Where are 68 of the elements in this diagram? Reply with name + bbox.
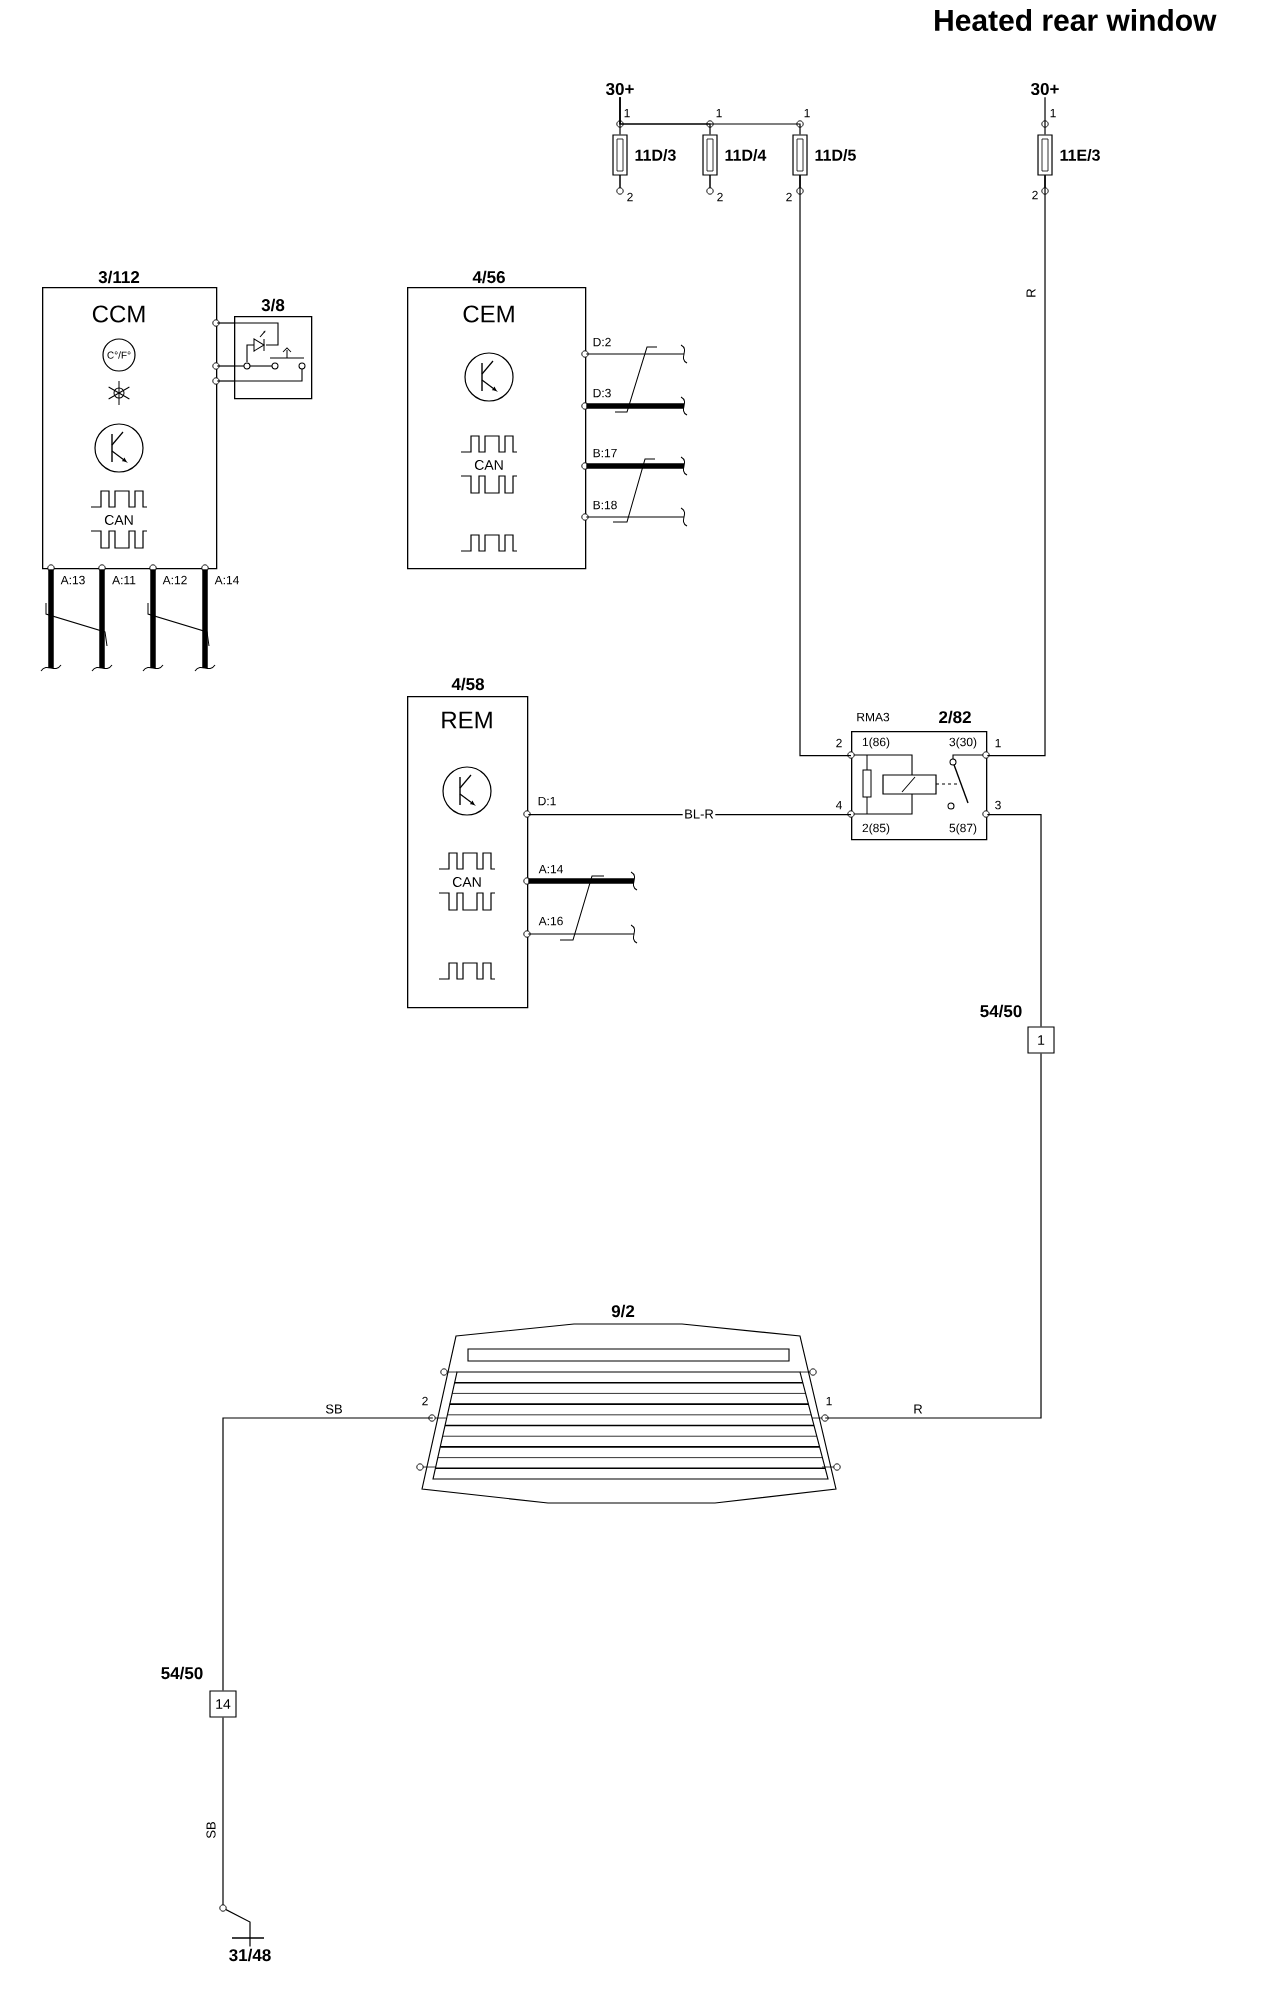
- connector-box: 1: [1027, 1026, 1055, 1054]
- part-number: 9/2: [611, 1304, 635, 1318]
- wire: [216, 365, 235, 367]
- wire-label: SB: [204, 1819, 218, 1841]
- wire-label: SB: [323, 1402, 345, 1416]
- wire-label: BL-R: [682, 808, 716, 820]
- pin-label: 5(87): [949, 823, 977, 835]
- wire: [986, 175, 1046, 757]
- wire: [799, 175, 852, 757]
- pin-label: B:18: [593, 500, 617, 510]
- pin-label: 4: [835, 800, 842, 810]
- pin-label: A:13: [60, 575, 85, 585]
- pin-label: 1: [716, 108, 722, 118]
- pin-label: 1(86): [862, 737, 890, 749]
- wire: [150, 569, 156, 668]
- pin-label: 1: [804, 108, 810, 118]
- pin-label: 2: [836, 738, 842, 748]
- wire: [585, 353, 685, 355]
- wire: [48, 569, 54, 668]
- wire: [527, 814, 852, 816]
- part-number: 3/112: [98, 270, 140, 284]
- part-number: 54/50: [980, 1004, 1022, 1018]
- wire-label: R: [911, 1403, 925, 1415]
- pin-label: 2: [786, 192, 792, 202]
- pin-label: 3: [995, 800, 1001, 810]
- wire: [222, 1716, 251, 1948]
- component-code: RMA3: [857, 712, 890, 722]
- connector-box: 14: [209, 1690, 237, 1718]
- supply-label: 30+: [1031, 82, 1059, 96]
- pin-label: D:3: [593, 388, 611, 398]
- part-number: 4/58: [451, 677, 485, 691]
- wire: [222, 1417, 434, 1692]
- wire: [986, 814, 1042, 1028]
- wire: [585, 516, 685, 518]
- part-number: 54/50: [161, 1666, 203, 1680]
- part-number: 3/8: [261, 298, 285, 312]
- pin-label: 2: [1032, 190, 1038, 200]
- wire: [527, 933, 635, 935]
- pin-label: 1: [1050, 108, 1056, 118]
- pin-label: A:14: [538, 864, 563, 874]
- part-number: 4/56: [472, 270, 505, 284]
- pin-label: 1: [995, 738, 1001, 748]
- wire: [216, 322, 235, 324]
- pin-label: 3(30): [949, 737, 977, 749]
- pin-label: A:11: [112, 575, 136, 585]
- pin-label: A:16: [538, 916, 563, 926]
- pin-label: A:14: [214, 575, 239, 585]
- pin-label: D:2: [593, 337, 611, 347]
- pin-label: 2: [717, 192, 723, 202]
- pin-label: D:1: [538, 796, 556, 806]
- pin-label: 2(85): [862, 823, 890, 835]
- wire: [1044, 96, 1046, 135]
- pin-label: B:17: [593, 448, 617, 458]
- wire: [586, 463, 684, 469]
- wire: [528, 878, 634, 884]
- wire: [824, 1052, 1042, 1419]
- pin-label: 2: [627, 192, 633, 202]
- wire: [586, 403, 684, 409]
- wire: [99, 569, 105, 668]
- part-number: 2/82: [939, 710, 971, 724]
- wire-label: R: [1025, 286, 1037, 300]
- pin-label: A:12: [162, 575, 187, 585]
- supply-label: 30+: [606, 82, 634, 96]
- pin-label: 1: [624, 108, 630, 118]
- title: Heated rear window: [935, 9, 1217, 31]
- wire: [216, 380, 235, 382]
- wire: [202, 569, 208, 668]
- wire: [619, 96, 801, 135]
